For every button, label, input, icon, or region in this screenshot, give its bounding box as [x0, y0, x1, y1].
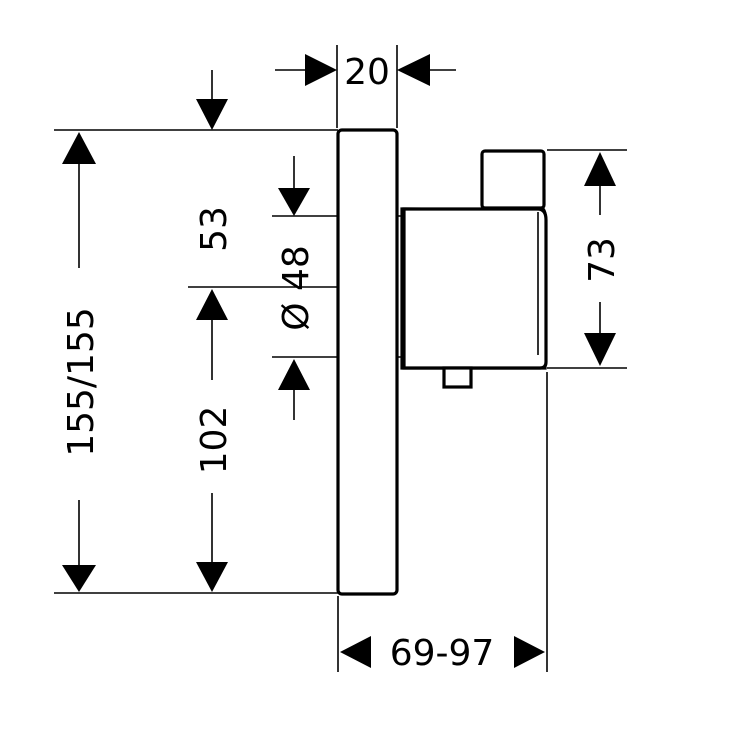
arrow-20-right — [397, 54, 430, 86]
dim-lower-offset-label: 102 — [194, 406, 235, 475]
arrow-102-up — [196, 289, 228, 320]
arrow-top-mark — [196, 99, 228, 130]
arrowheads — [62, 54, 616, 668]
valve-body-face — [402, 207, 548, 370]
dimension-lines — [78, 69, 601, 565]
arrow-102-down — [196, 562, 228, 592]
top-outlet — [480, 149, 546, 210]
bottom-connector — [442, 366, 473, 389]
arrow-proj-right — [514, 636, 545, 668]
arrow-20-left — [305, 54, 337, 86]
dim-depth-label: 20 — [344, 52, 390, 93]
arrow-155-down — [62, 565, 96, 592]
cover-plate — [336, 128, 399, 596]
mixer-outline — [336, 128, 548, 596]
arrow-73-up — [584, 152, 616, 186]
arrow-73-down — [584, 333, 616, 366]
dim-total-height-label: 155/155 — [61, 307, 102, 457]
dim-diameter-label: Ø 48 — [276, 245, 317, 331]
arrow-155-up — [62, 132, 96, 164]
arrow-proj-left — [340, 636, 371, 668]
arrow-48-up — [278, 359, 310, 390]
dim-upper-offset-label: 53 — [194, 206, 235, 252]
arrow-53-down — [278, 188, 310, 216]
dim-projection-label: 69-97 — [390, 633, 495, 674]
dim-body-height-label: 73 — [582, 237, 623, 283]
